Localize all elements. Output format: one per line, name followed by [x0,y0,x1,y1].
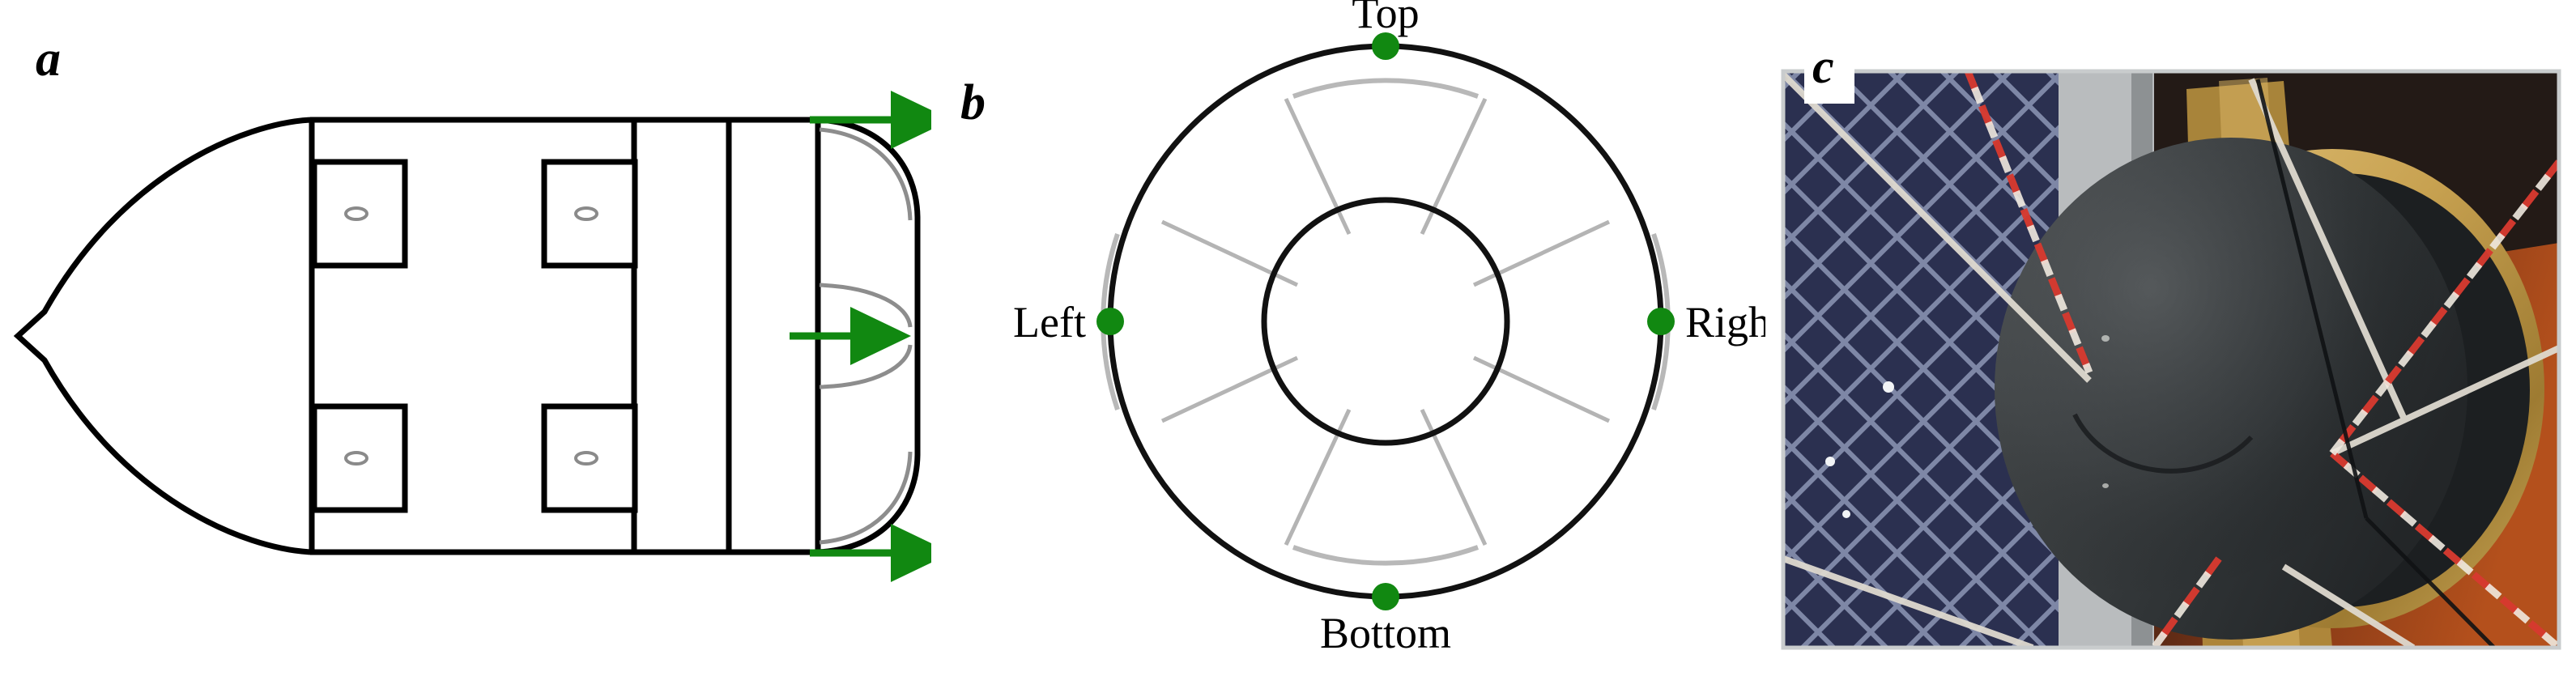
marker-left [1096,308,1124,335]
tail-inner-arc-mid-upper [819,283,913,328]
spoke-4 [1160,355,1299,423]
tail-cap [817,117,921,555]
panel-c-photograph [1781,69,2561,650]
panel-a-letter: a [36,32,61,87]
photo-content [1783,71,2559,648]
model-pressure-tap-2 [2102,483,2109,488]
cable-striped-white-group [1964,71,2559,648]
thin-wire-group [2255,79,2496,648]
marker-top-label: Top [1352,0,1419,37]
spoke-8 [1472,219,1611,287]
spoke-7 [1472,355,1611,423]
tail-inner-arc-lower [819,451,913,545]
marker-left-label: Left [1013,298,1086,347]
spoke-2 [1284,97,1352,236]
tail-inner-arc-upper [819,127,913,221]
marker-top [1372,32,1399,60]
faint-arc-bottom [1292,545,1480,566]
marker-bottom [1372,583,1399,610]
model-highlight [1995,138,2467,640]
panel-a-drawing [13,91,931,582]
spoke-group [1160,97,1611,546]
panel-b-drawing: Top Right Bottom Left [1013,0,1765,657]
tab-hole-rear-bottom [574,451,598,466]
model-seam-arc [2072,413,2254,474]
panel-b: b [931,0,1765,676]
nose-profile [13,117,313,555]
model-pressure-tap [2101,335,2110,342]
panel-c-letter: c [1812,40,1834,93]
spoke-5 [1284,408,1352,546]
top-flow-arrow [810,91,931,149]
tail-inner-arc-mid-lower [819,344,913,389]
panel-b-letter: b [960,75,986,130]
tab-hole-front-bottom [344,451,368,466]
panel-c: c [1765,0,2576,676]
inner-circle [1261,197,1510,446]
photo-border [1781,69,2561,650]
flow-arrow-group [790,91,931,582]
mesh-speckle-group [1825,381,1894,518]
spoke-6 [1420,408,1488,546]
faint-arc-top [1292,78,1480,99]
bottom-flow-arrow [810,524,931,582]
spoke-3 [1160,219,1299,287]
panel-c-letter-backdrop [1804,26,1854,104]
cable-white-group [1783,72,2559,648]
marker-bottom-label: Bottom [1320,609,1451,657]
tab-hole-front-top [344,206,368,221]
outer-circle [1107,43,1664,600]
middle-flow-arrow [790,307,911,365]
panel-a: a [0,0,931,676]
marker-right-label: Right [1685,298,1765,347]
tab-hole-rear-top [574,206,598,221]
spoke-1 [1420,97,1488,236]
faint-arc-group [1101,78,1671,566]
marker-right [1647,308,1675,335]
marker-group [1096,32,1675,610]
